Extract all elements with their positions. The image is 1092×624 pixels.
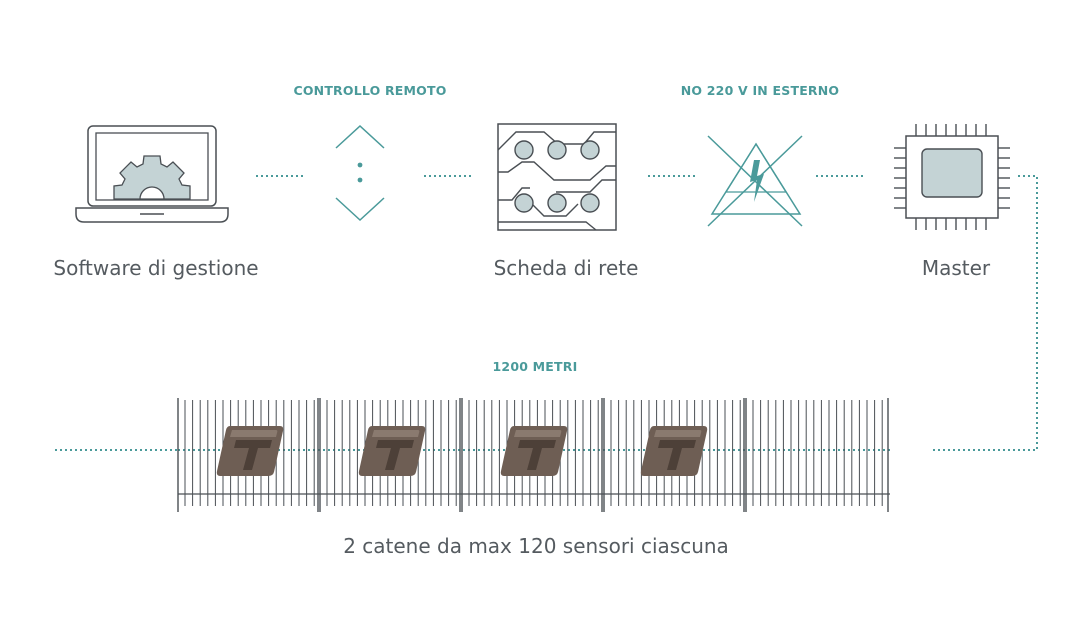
fence-sensor-icon [638,422,710,480]
label-no-220v: NO 220 V IN ESTERNO [680,83,840,98]
caption: 2 catene da max 120 sensori ciascuna [343,534,729,558]
node-label-scheda: Scheda di rete [493,256,639,280]
sensor-highlight [372,430,420,437]
network-card-icon [497,123,617,231]
sensor-logo [234,440,272,470]
sensor-logo [658,440,696,470]
node-label-software: Software di gestione [53,256,259,280]
fence-sensor-icon [214,422,286,480]
connector-master-down [930,175,1038,451]
sensor-highlight [514,430,562,437]
remote-control-arrows-icon [335,124,385,222]
fence-sensor-icon [498,422,570,480]
label-controllo-remoto: CONTROLLO REMOTO [293,83,447,98]
node-label-master: Master [921,256,991,280]
label-1200-metri: 1200 METRI [492,359,578,374]
sensor-logo [518,440,556,470]
sensor-highlight [654,430,702,437]
sensor-logo [376,440,414,470]
chip-icon [894,124,1010,230]
laptop-gear-icon [75,125,229,223]
sensor-highlight [230,430,278,437]
no-high-voltage-icon [707,135,803,227]
fence-sensor-icon [356,422,428,480]
